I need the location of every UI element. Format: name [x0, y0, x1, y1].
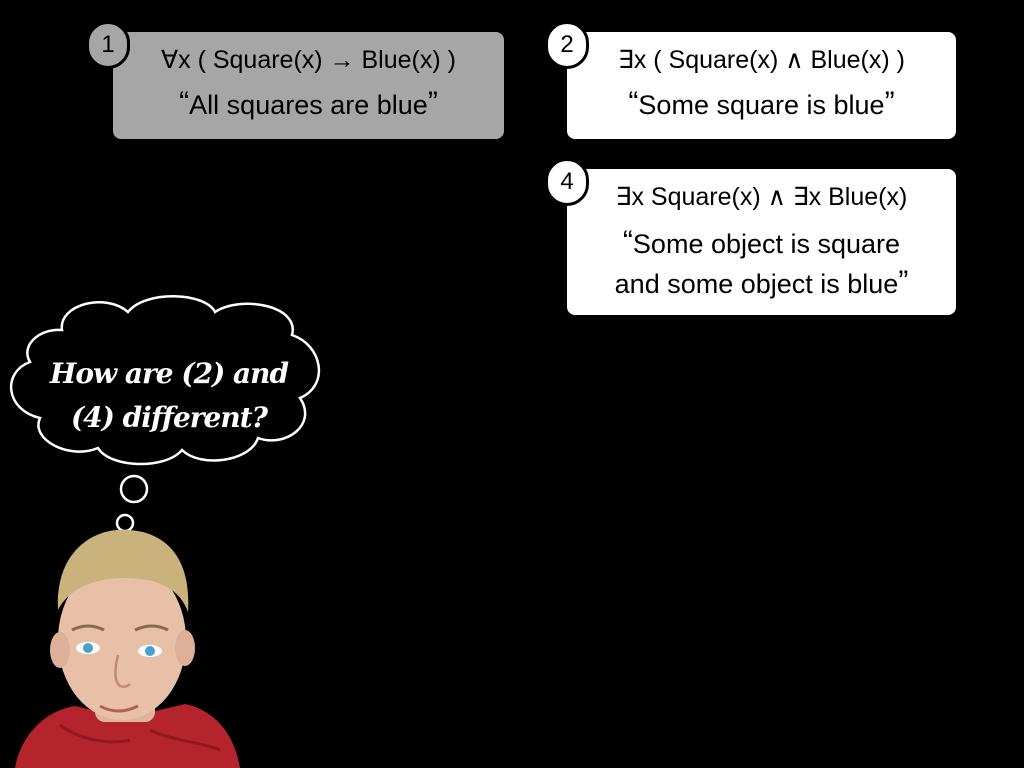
formula-card-2: ∃x ( Square(x) ∧ Blue(x) ) “Some square …: [567, 32, 956, 139]
formula-card-1: ∀x ( Square(x) → Blue(x) ) “All squares …: [113, 32, 504, 139]
thought-cloud-icon: [9, 295, 321, 466]
gloss-line: Some square is blue: [638, 90, 885, 120]
card-number-badge-2: 2: [545, 21, 589, 69]
thought-bubble-text: How are (2) and (4) different?: [34, 352, 304, 440]
formula-text: ∀x ( Square(x) → Blue(x) ): [161, 46, 456, 74]
thought-dot-medium: [115, 513, 135, 533]
thought-dot-large: [119, 474, 149, 504]
doll-figure-icon: [15, 529, 240, 768]
formula-text: ∃x ( Square(x) ∧ Blue(x) ): [618, 46, 905, 74]
gloss-text: “All squares are blue”: [179, 86, 438, 120]
gloss-text: “Some object is square and some object i…: [614, 225, 909, 299]
formula-text: ∃x Square(x) ∧ ∃x Blue(x): [615, 183, 908, 211]
gloss-line: Some object is square: [632, 229, 901, 259]
gloss-line: and some object is blue: [614, 269, 899, 299]
thought-line-2: (4) different?: [70, 401, 268, 434]
thought-line-1: How are (2) and: [49, 357, 289, 390]
gloss-text: “Some square is blue”: [628, 86, 895, 120]
gloss-line: All squares are blue: [189, 90, 428, 120]
card-number-badge-4: 4: [545, 158, 589, 206]
formula-card-4: ∃x Square(x) ∧ ∃x Blue(x) “Some object i…: [567, 169, 956, 315]
card-number-badge-1: 1: [86, 21, 130, 69]
